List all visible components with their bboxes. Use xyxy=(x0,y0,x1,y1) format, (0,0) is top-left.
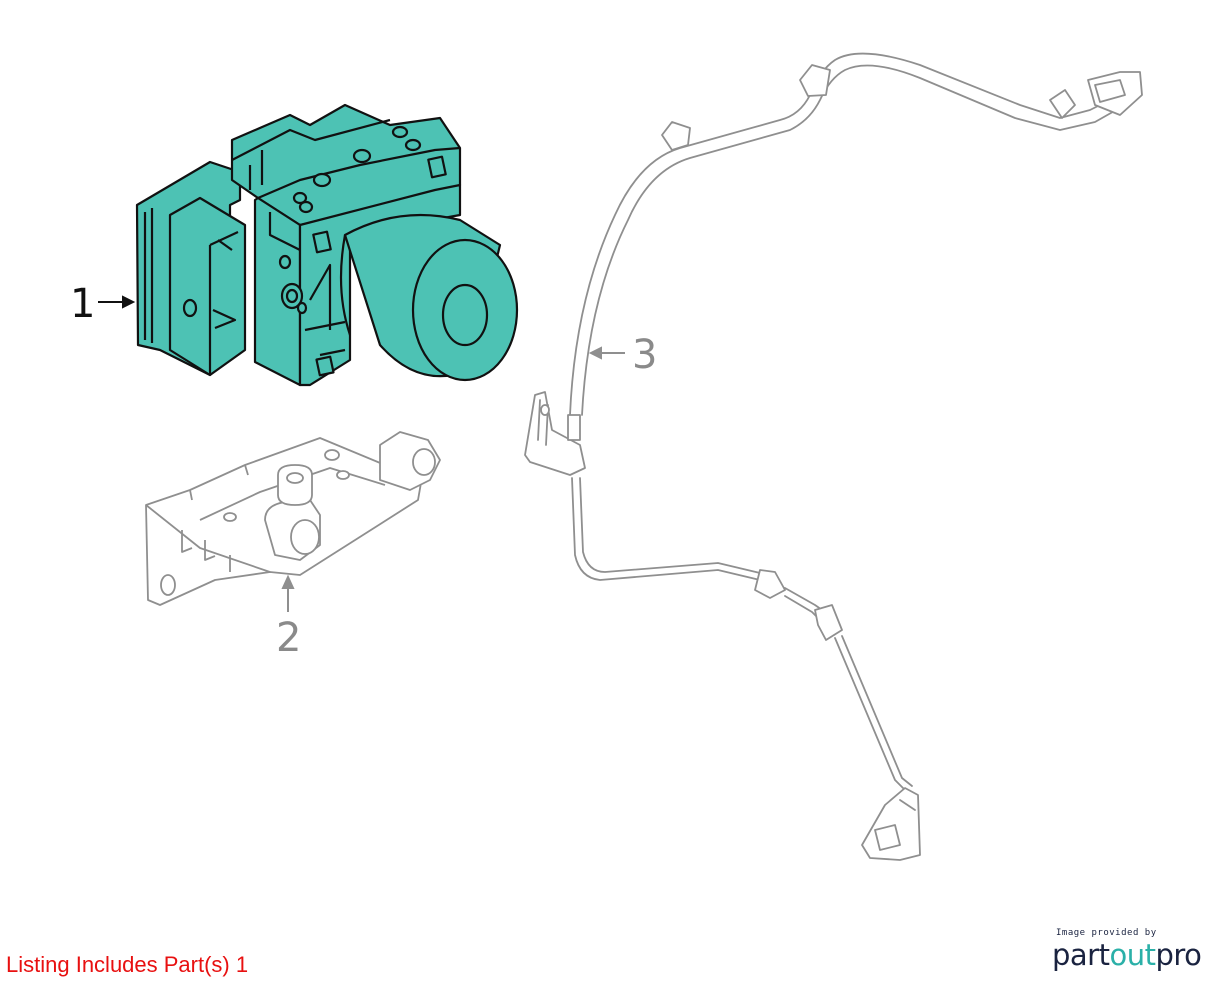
callout-number-3[interactable]: 3 xyxy=(632,332,658,378)
callout-2-leader xyxy=(281,574,295,612)
partoutpro-logo: Image provided by partoutpro xyxy=(1052,928,1212,972)
abs-modulator-assembly[interactable] xyxy=(135,103,519,387)
brand-name-part: part xyxy=(1052,938,1110,972)
callout-number-1[interactable]: 1 xyxy=(70,281,96,327)
callout-1-leader xyxy=(98,295,136,309)
callout-number-2[interactable]: 2 xyxy=(276,615,302,661)
mounting-bracket[interactable] xyxy=(145,431,441,606)
brand-name-out: out xyxy=(1109,938,1156,972)
listing-includes-note: Listing Includes Part(s) 1 xyxy=(6,952,249,977)
brand-name-pro: pro xyxy=(1155,938,1202,972)
brand-wordmark: partoutpro xyxy=(1052,938,1202,972)
brand-tagline: Image provided by xyxy=(1056,928,1157,938)
wheel-speed-sensor-harness[interactable] xyxy=(524,52,1143,861)
callout-3-leader xyxy=(588,346,625,360)
